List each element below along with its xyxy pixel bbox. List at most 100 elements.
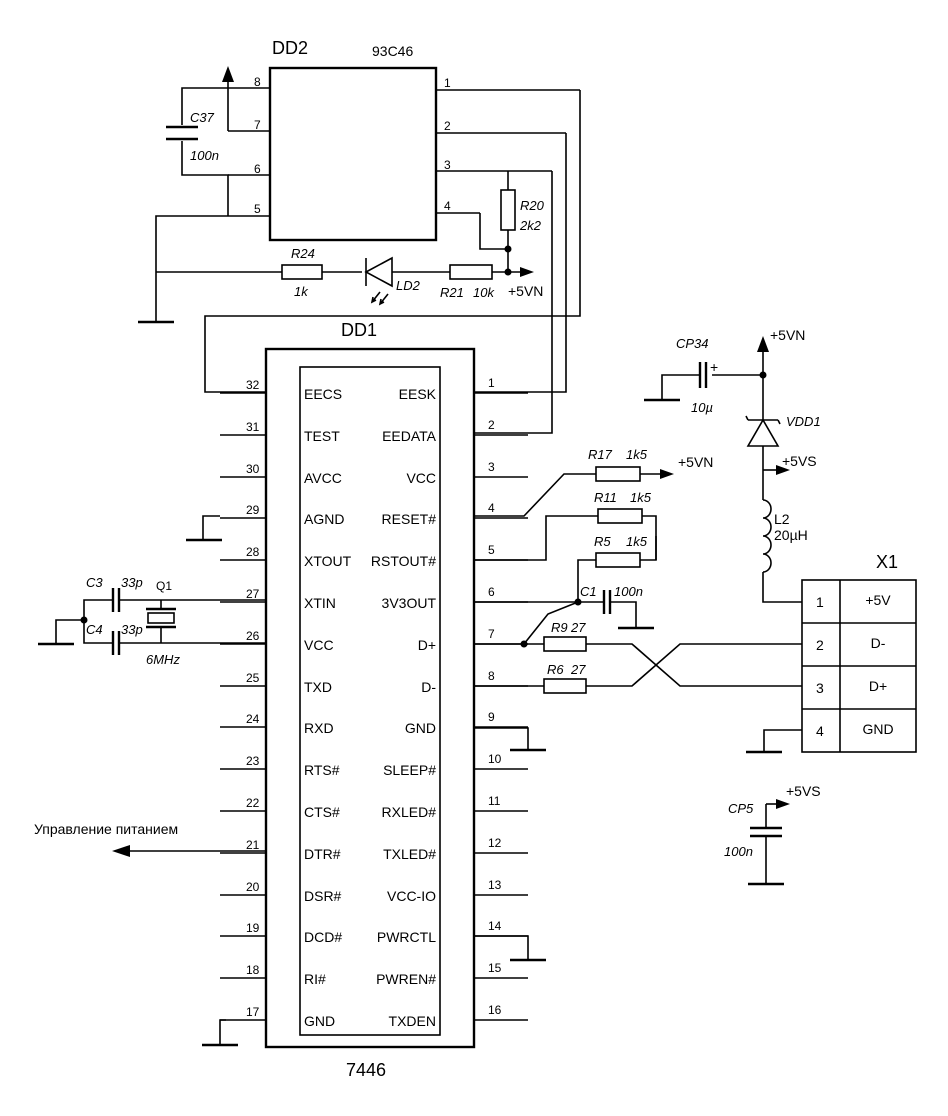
l2-value: 20µH — [774, 527, 808, 543]
c1-capacitor: C1 100n — [580, 584, 643, 614]
dd1-pin-number: 19 — [246, 921, 260, 935]
dd1-pin-number: 12 — [488, 836, 502, 850]
dd1-pin-number: 14 — [488, 919, 502, 933]
dd1-pin-number: 30 — [246, 462, 260, 476]
cp34-ref: CP34 — [676, 336, 709, 351]
dd1-pin-label: VCC-IO — [387, 888, 436, 904]
dd1-pin-number: 21 — [246, 838, 260, 852]
dd1-pin-number: 27 — [246, 587, 260, 601]
dd1-pin-label: AGND — [304, 511, 344, 527]
r17-resistor: R17 1k5 — [588, 447, 648, 482]
r11-value: 1k5 — [630, 490, 652, 505]
x1-ref: X1 — [876, 552, 898, 572]
dd1-pin-label: TXDEN — [389, 1013, 436, 1029]
dd1-pin-number: 7 — [488, 627, 495, 641]
r5-resistor: R5 1k5 — [594, 534, 648, 568]
dd2-pin-6: 6 — [254, 162, 261, 176]
dd1-pin-number: 26 — [246, 629, 260, 643]
dd1-pin-number: 13 — [488, 878, 502, 892]
x1-pin-number: 4 — [816, 723, 824, 739]
dd1-pin-number: 11 — [488, 794, 501, 808]
r20-ref: R20 — [520, 198, 545, 213]
r21-resistor: R21 10k — [440, 264, 495, 300]
dd2-pin-7: 7 — [254, 118, 261, 132]
dd1-pin-number: 10 — [488, 752, 502, 766]
up-arrow-icon — [222, 66, 234, 82]
x1-pin-label: D- — [871, 635, 886, 651]
r24-resistor: R24 1k — [281, 246, 323, 299]
dd1-pin-label: AVCC — [304, 470, 342, 486]
dd2-pin-4: 4 — [444, 199, 451, 213]
x1-pin-number: 3 — [816, 680, 824, 696]
dd1-pin-number: 17 — [246, 1005, 260, 1019]
x1-pin-number: 1 — [816, 594, 824, 610]
vdd1-diode: VDD1 — [745, 414, 821, 447]
dd1-pin-label: TXD — [304, 679, 332, 695]
vdd1-ref: VDD1 — [786, 414, 821, 429]
dd1-pin-number: 29 — [246, 503, 260, 517]
dd2-pin-5: 5 — [254, 202, 261, 216]
r9-resistor: R9 27 — [543, 620, 587, 652]
cp34-capacitor: + CP34 10µ — [676, 336, 718, 415]
cp34-plus: + — [710, 359, 718, 375]
power-control-label: Управление питанием — [34, 821, 178, 837]
net-5vn-2: +5VN — [678, 454, 713, 470]
dd1-pin-label: RSTOUT# — [371, 553, 436, 569]
c3-value: 33p — [121, 575, 143, 590]
r11-resistor: R11 1k5 — [594, 490, 652, 524]
r17-value: 1k5 — [626, 447, 648, 462]
cp5-ref: CP5 — [728, 801, 754, 816]
dd1-pin-number: 8 — [488, 669, 495, 683]
r24-ref: R24 — [291, 246, 315, 261]
r9-ref: R9 — [551, 620, 568, 635]
dd2-pin-3: 3 — [444, 158, 451, 172]
dd1-pin-number: 9 — [488, 710, 495, 724]
dd1-pin-label: EECS — [304, 386, 342, 402]
dd1-pin-label: XTOUT — [304, 553, 352, 569]
net-5vn-1: +5VN — [508, 283, 543, 299]
c1-ref: C1 — [580, 584, 597, 599]
dd1-pin-label: DSR# — [304, 888, 342, 904]
dd1-pin-number: 2 — [488, 418, 495, 432]
dd1-pin-number: 23 — [246, 754, 260, 768]
dd1-pin-number: 6 — [488, 585, 495, 599]
dd2-body — [268, 66, 438, 242]
r5-ref: R5 — [594, 534, 611, 549]
r6-value: 27 — [570, 662, 586, 677]
r17-ref: R17 — [588, 447, 613, 462]
dd1-pin-number: 16 — [488, 1003, 502, 1017]
dd1-pin-number: 22 — [246, 796, 260, 810]
c37-capacitor: C37 100n — [166, 110, 219, 163]
q1-ref: Q1 — [156, 579, 172, 593]
c37-ref: C37 — [190, 110, 215, 125]
arrow-right-icon — [776, 465, 790, 475]
dd1-pin-label: RESET# — [382, 511, 437, 527]
dd1-pin-label: RTS# — [304, 762, 340, 778]
dd2-pin-1: 1 — [444, 76, 451, 90]
dd1-pin-label: DCD# — [304, 929, 342, 945]
dd1-inner — [299, 366, 441, 1036]
dd1-pin-number: 24 — [246, 712, 260, 726]
dd1-pin-number: 25 — [246, 671, 260, 685]
r5-value: 1k5 — [626, 534, 648, 549]
dd1-pin-label: SLEEP# — [383, 762, 436, 778]
dd2-ref: DD2 — [272, 38, 308, 58]
dd1-pin-label: PWRCTL — [377, 929, 436, 945]
r11-ref: R11 — [594, 490, 617, 505]
r20-value: 2k2 — [519, 218, 542, 233]
dd1-ref: DD1 — [341, 320, 377, 340]
dd1-pin-label: TEST — [304, 428, 340, 444]
dd1-pin-label: XTIN — [304, 595, 336, 611]
dd1-pin-number: 31 — [246, 420, 260, 434]
ld2-led: LD2 — [364, 256, 421, 306]
dd1-pin-number: 3 — [488, 460, 495, 474]
dd1-part: 7446 — [346, 1060, 386, 1080]
c4-ref: C4 — [86, 622, 103, 637]
q1-crystal: Q1 6MHz — [146, 579, 180, 667]
r21-ref: R21 — [440, 285, 464, 300]
net-5vn-3: +5VN — [770, 327, 805, 343]
cp5-capacitor: CP5 100n — [724, 801, 782, 859]
dd1-pin-label: RXLED# — [382, 804, 437, 820]
